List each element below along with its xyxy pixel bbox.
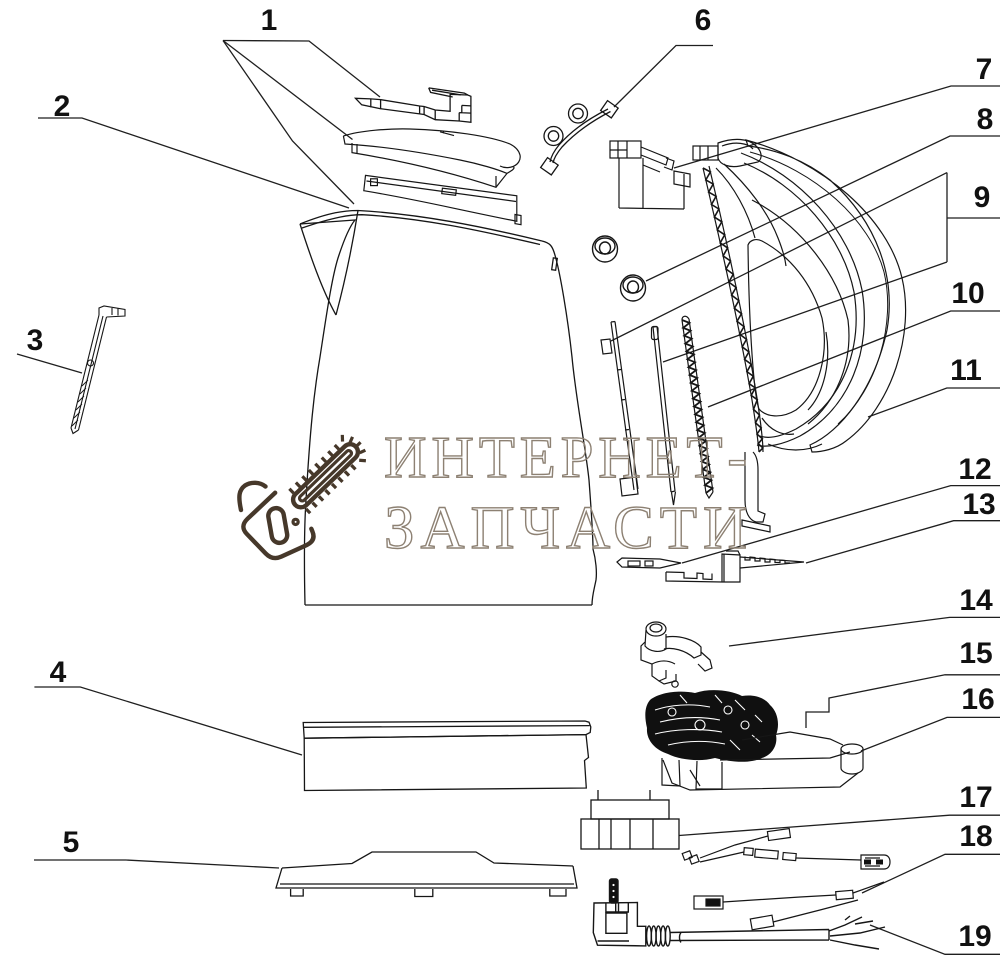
svg-text:9: 9: [974, 181, 991, 214]
svg-text:6: 6: [695, 4, 712, 37]
svg-text:7: 7: [976, 53, 993, 86]
svg-text:8: 8: [977, 103, 994, 136]
svg-text:13: 13: [962, 488, 995, 521]
svg-text:17: 17: [959, 781, 992, 814]
svg-text:12: 12: [958, 453, 991, 486]
svg-text:16: 16: [961, 683, 994, 716]
svg-text:3: 3: [27, 324, 44, 357]
svg-text:1: 1: [261, 4, 278, 37]
svg-text:11: 11: [950, 354, 982, 387]
svg-text:15: 15: [959, 637, 992, 670]
svg-text:19: 19: [958, 920, 991, 953]
svg-text:18: 18: [959, 820, 992, 853]
svg-text:4: 4: [50, 656, 67, 689]
svg-text:ЗАПЧАСТИ: ЗАПЧАСТИ: [384, 495, 747, 562]
svg-text:14: 14: [959, 584, 993, 617]
svg-text:2: 2: [54, 90, 71, 123]
svg-text:5: 5: [63, 826, 80, 859]
svg-text:ИНТЕРНЕТ-: ИНТЕРНЕТ-: [384, 424, 747, 490]
svg-text:10: 10: [951, 277, 984, 310]
